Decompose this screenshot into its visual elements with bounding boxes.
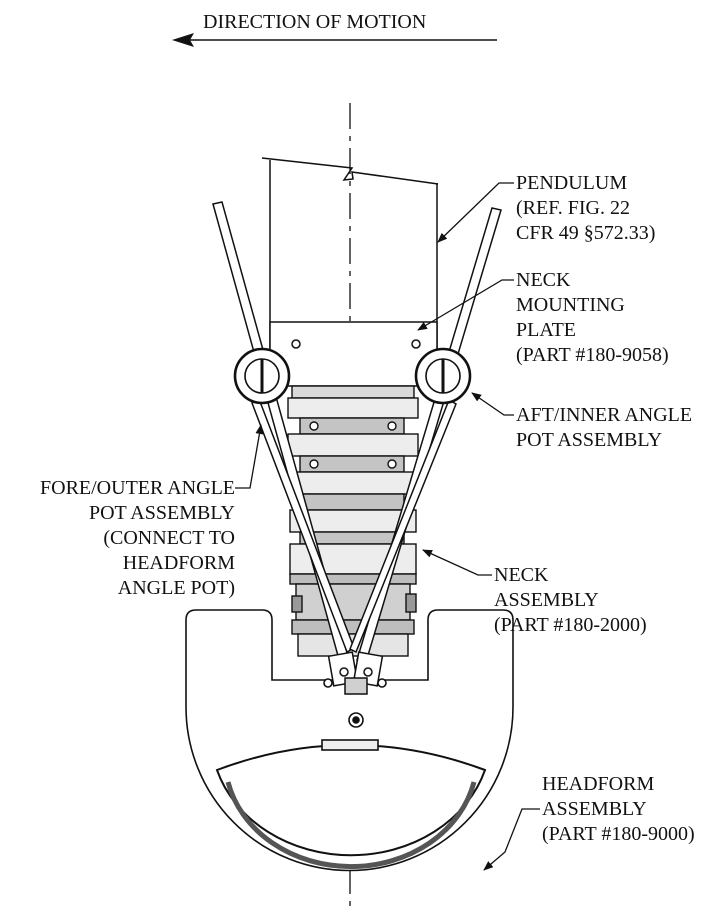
direction-arrow: [172, 33, 497, 47]
aft-pot-leader: [471, 392, 514, 416]
pendulum-leader: [437, 182, 514, 243]
mounting-plate-callout: NECK MOUNTING PLATE (PART #180-9058): [516, 269, 669, 366]
aft-pot-callout: AFT/INNER ANGLE POT ASSEMBLY: [516, 404, 693, 451]
fore-pot-callout: FORE/OUTER ANGLE POT ASSEMBLY (CONNECT T…: [40, 477, 235, 599]
aft-angle-pot: [414, 347, 472, 405]
mounting-plate-leader: [417, 279, 514, 331]
fore-pot-leader: [235, 424, 264, 489]
neck-assembly-leader: [422, 549, 492, 576]
headform-assembly: [185, 609, 514, 872]
leader-lines: [235, 182, 540, 871]
pendulum-callout: PENDULUM (REF. FIG. 22 CFR 49 §572.33): [516, 172, 656, 244]
angle-pot-rods: [212, 201, 502, 664]
pot-clevis: [327, 651, 384, 695]
direction-of-motion-label: DIRECTION OF MOTION: [203, 11, 427, 33]
fore-angle-pot: [233, 347, 291, 405]
headform-callout: HEADFORM ASSEMBLY (PART #180-9000): [542, 773, 695, 845]
headform-leader: [483, 808, 540, 871]
neck-mounting-plate: [269, 321, 438, 387]
neck-assembly-callout: NECK ASSEMBLY (PART #180-2000): [494, 564, 647, 636]
neck-assembly: [287, 385, 419, 657]
